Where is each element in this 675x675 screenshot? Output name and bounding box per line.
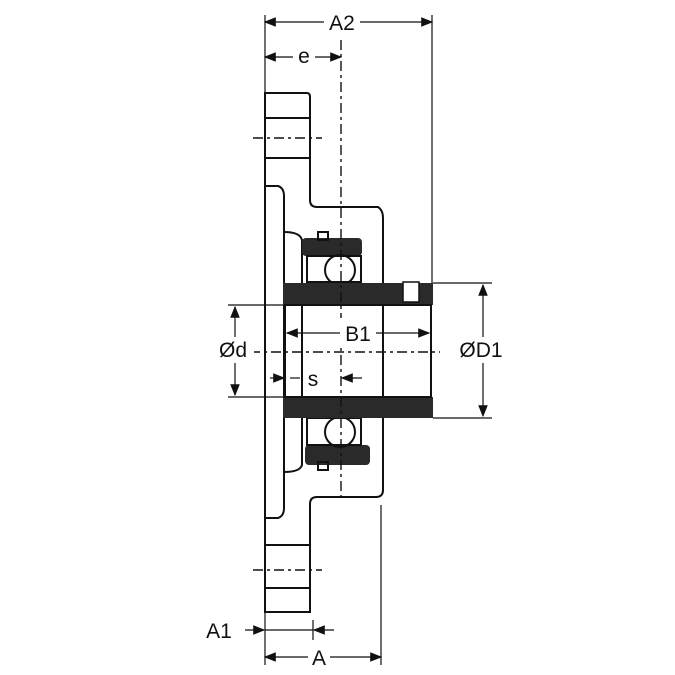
bearing-upper — [302, 231, 362, 286]
dimension-A1: A1 — [206, 620, 334, 643]
dimension-B1: B1 — [285, 318, 431, 346]
housing-outline — [264, 92, 384, 613]
label-s: s — [308, 368, 319, 391]
dimension-d: Ød — [214, 305, 254, 397]
dimension-A2: A2 — [263, 8, 434, 35]
label-A: A — [312, 647, 326, 670]
label-B1: B1 — [345, 323, 371, 346]
label-d: Ød — [219, 339, 247, 362]
bearing-lower — [305, 416, 370, 471]
label-e: e — [298, 45, 310, 68]
dimension-D1: ØD1 — [456, 283, 506, 418]
label-D1: ØD1 — [459, 339, 502, 362]
dimension-A: A — [263, 643, 383, 670]
dimension-s: s — [270, 368, 362, 391]
inner-ring — [283, 281, 433, 418]
label-A1: A1 — [206, 620, 232, 643]
set-screw — [402, 281, 420, 303]
dimension-e: e — [263, 44, 343, 68]
bolt-hole-centerlines — [253, 137, 322, 571]
label-A2: A2 — [329, 12, 355, 35]
